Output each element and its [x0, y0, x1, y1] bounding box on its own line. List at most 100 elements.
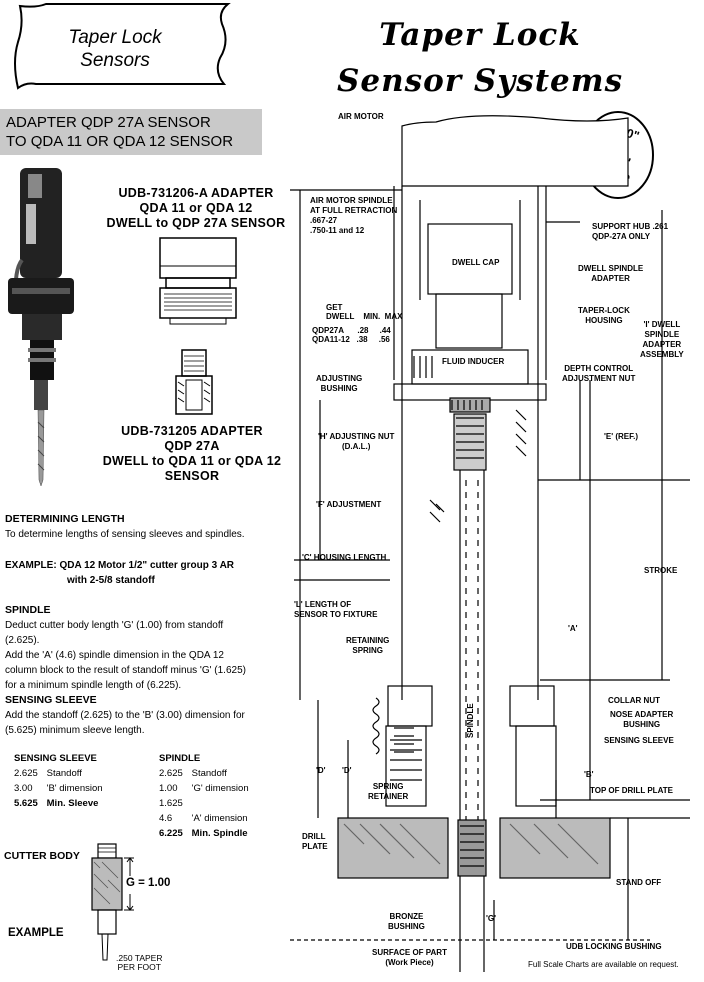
adapter-heading-line1: ADAPTER QDP 27A SENSOR: [6, 114, 211, 131]
calc-label: Min. Sleeve: [46, 798, 99, 809]
footer-note: Full Scale Charts are available on reque…: [528, 960, 679, 969]
cutter-body-drawing: [91, 843, 134, 961]
label-d1: 'D': [342, 766, 352, 775]
lbl-l3: ADAPTER: [642, 340, 682, 349]
spindle-p4: column block to the result of standoff m…: [5, 665, 246, 676]
lbl-l2: BUSHING: [388, 922, 425, 931]
example-line2: with 2-5/8 standoff: [67, 575, 155, 586]
lbl-l2: BUSHING: [320, 384, 358, 393]
get-dwell-table: GET DWELL MIN. MAX: [326, 303, 402, 321]
lbl-l2: SPINDLE: [644, 330, 680, 339]
col-min: MIN.: [363, 312, 381, 321]
label-b: 'B': [584, 770, 594, 779]
dwell-row: QDA11-12 .38 .56: [312, 335, 391, 344]
label-adjusting-bushing: ADJUSTING BUSHING: [316, 374, 362, 394]
taper-label: .250 TAPER PER FOOT: [116, 954, 162, 972]
label-depth-control: DEPTH CONTROL ADJUSTMENT NUT: [562, 364, 635, 384]
lbl-l2: PLATE: [302, 842, 328, 851]
lbl-l2: SPRING: [352, 646, 384, 655]
lbl-l1: BRONZE: [389, 912, 424, 921]
calc-row: 3.00 'B' dimension: [14, 781, 154, 796]
lbl-l2: SENSOR TO FIXTURE: [294, 610, 378, 619]
lbl-l1: AIR MOTOR SPINDLE: [310, 196, 393, 205]
spindle-p3: Add the 'A' (4.6) spindle dimension in t…: [5, 650, 224, 661]
example-block: EXAMPLE: QDA 12 Motor 1/2" cutter group …: [5, 558, 295, 588]
lbl-l1: SUPPORT HUB .261: [592, 222, 669, 231]
lbl-l1: DRILL: [302, 832, 326, 841]
label-g-dim: 'G': [486, 914, 497, 923]
label-air-motor: AIR MOTOR: [338, 112, 384, 121]
title-line1: Taper Lock: [379, 17, 581, 53]
adapter2-line4: SENSOR: [164, 469, 220, 483]
label-taper-lock-housing: TAPER-LOCK HOUSING: [578, 306, 630, 326]
calc-label: Min. Spindle: [191, 828, 248, 839]
lbl-l1: SURFACE OF PART: [372, 948, 447, 957]
dwell-row: QDP27A .28 .44: [312, 326, 391, 335]
label-stand-off: STAND OFF: [616, 878, 662, 887]
adapter2-line3: DWELL to QDA 11 or QDA 12: [102, 454, 282, 468]
sensor-photo: [8, 168, 74, 487]
label-drill-plate: DRILL PLATE: [302, 832, 328, 852]
label-bronze-bushing: BRONZE BUSHING: [388, 912, 425, 932]
example-line1: EXAMPLE: QDA 12 Motor 1/2" cutter group …: [5, 560, 235, 571]
taper-lock-sensors-badge: [14, 3, 231, 90]
cutter-example-label: EXAMPLE: [8, 927, 64, 939]
spindle-p5: for a minimum spindle length of (6.225).: [5, 680, 182, 691]
calc-num: 2.625: [14, 768, 38, 779]
badge-text: Taper Lock Sensors: [20, 26, 210, 72]
label-stroke: STROKE: [644, 566, 678, 575]
row-min: .28: [357, 326, 369, 335]
lbl-l2: QDP-27A ONLY: [592, 232, 651, 241]
label-air-motor-spindle: AIR MOTOR SPINDLE AT FULL RETRACTION .66…: [310, 196, 397, 236]
lbl-l2: AT FULL RETRACTION: [310, 206, 398, 215]
lbl-l2: (D.A.L.): [341, 442, 371, 451]
adapter1-line3: DWELL to QDP 27A SENSOR: [106, 216, 286, 230]
label-h-adjusting-nut: 'H' ADJUSTING NUT (D.A.L.): [318, 432, 394, 452]
lbl-l1: NOSE ADAPTER: [610, 710, 674, 719]
calc-label: 'B' dimension: [46, 783, 103, 794]
calc-sleeve-heading: SENSING SLEEVE: [14, 753, 97, 764]
page-title: Taper Lock Sensor Systems: [290, 12, 670, 104]
lbl-l1: DWELL SPINDLE: [578, 264, 644, 273]
lbl-l1: RETAINING: [346, 636, 390, 645]
title-line2: Sensor Systems: [336, 63, 624, 99]
lbl-l2: BUSHING: [623, 720, 661, 729]
adapter2-line2: QDP 27A: [164, 439, 220, 453]
row-max: .44: [379, 326, 391, 335]
badge-line2: Sensors: [80, 50, 150, 71]
lbl-l1: 'L' LENGTH OF: [294, 600, 352, 609]
taper-line2: PER FOOT: [117, 962, 161, 972]
label-nose-adapter-bushing: NOSE ADAPTER BUSHING: [610, 710, 673, 730]
lbl-l4: ASSEMBLY: [640, 350, 684, 359]
lbl-l1: 'H' ADJUSTING NUT: [318, 432, 395, 441]
calc-num: 6.225: [159, 828, 183, 839]
cross-section-diagram: [290, 115, 690, 972]
row-max: .56: [378, 335, 390, 344]
lbl-l1: ADJUSTING: [316, 374, 363, 383]
label-spindle-vertical: SPINDLE: [466, 703, 475, 738]
lbl-l1: TAPER-LOCK: [578, 306, 630, 315]
row-name: QDA11-12: [312, 335, 350, 344]
calc-row: 4.6 'A' dimension: [159, 811, 299, 826]
label-l-length: 'L' LENGTH OF SENSOR TO FIXTURE: [294, 600, 377, 620]
adapter-heading-box: ADAPTER QDP 27A SENSOR TO QDA 11 OR QDA …: [0, 109, 262, 155]
label-collar-nut: COLLAR NUT: [608, 696, 660, 705]
dwell-header-row: DWELL MIN. MAX: [326, 312, 402, 321]
calc-num: 2.625: [159, 768, 183, 779]
col-dwell: DWELL: [326, 312, 355, 321]
label-a: 'A': [568, 624, 578, 633]
lbl-l1: 'I' DWELL: [643, 320, 681, 329]
label-surface-of-part: SURFACE OF PART (Work Piece): [372, 948, 447, 968]
label-dwell-cap: DWELL CAP: [452, 258, 500, 267]
lbl-l2: (Work Piece): [385, 958, 434, 967]
lbl-get: GET: [326, 303, 343, 312]
calc-row: 2.625 Standoff: [14, 766, 154, 781]
label-retaining-spring: RETAINING SPRING: [346, 636, 389, 656]
label-support-hub: SUPPORT HUB .261 QDP-27A ONLY: [592, 222, 668, 242]
label-f-adjustment: 'F' ADJUSTMENT: [316, 500, 382, 509]
label-top-drill-plate: TOP OF DRILL PLATE: [590, 786, 673, 795]
lbl-l2: HOUSING: [585, 316, 623, 325]
adapter1-caption: UDB-731206-A ADAPTER QDA 11 or QDA 12 DW…: [96, 186, 296, 231]
calc-row: 5.625 Min. Sleeve: [14, 796, 154, 811]
calc-num: 5.625: [14, 798, 38, 809]
